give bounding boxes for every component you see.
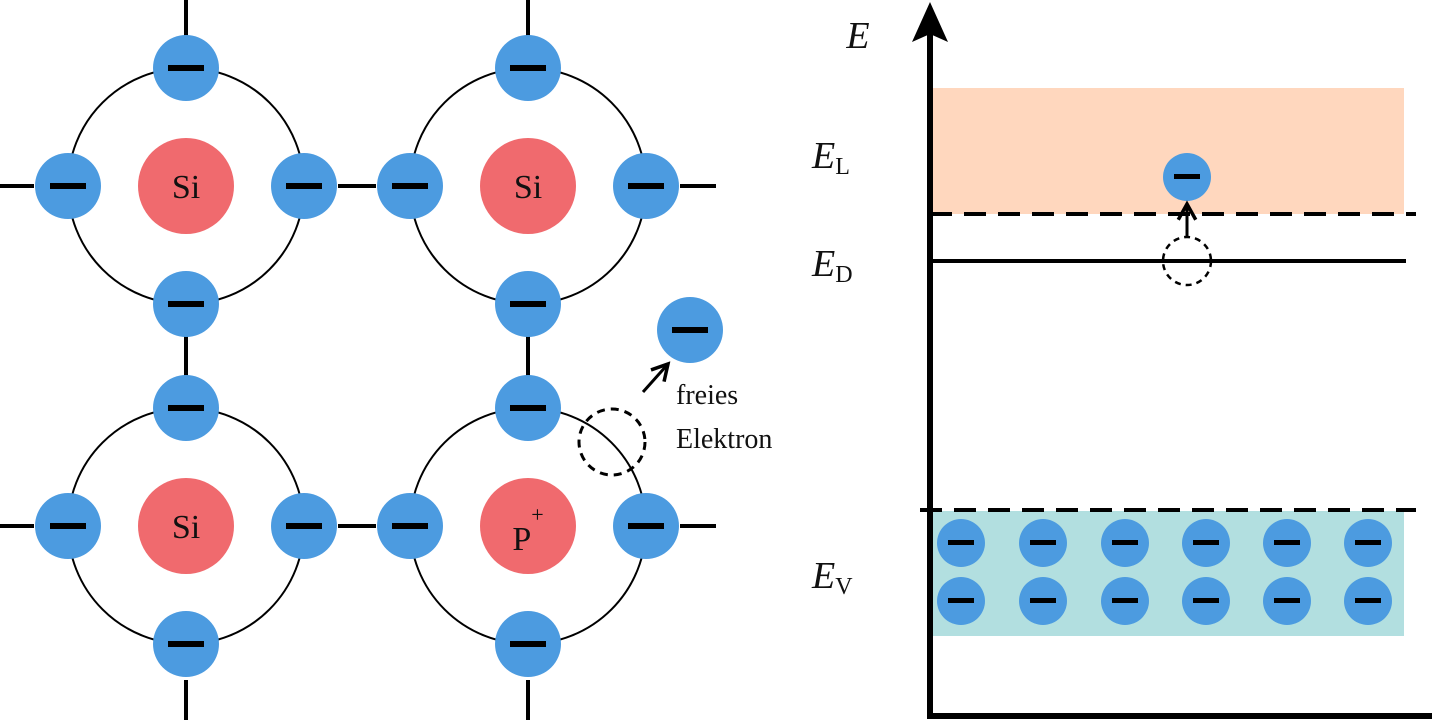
valence-electron: [937, 519, 985, 567]
conduction-electron: [1163, 153, 1211, 201]
electron: [377, 153, 443, 219]
electron: [35, 153, 101, 219]
svg-text:E: E: [845, 15, 869, 57]
atom-si-top-right: Si: [377, 35, 679, 337]
electron: [35, 493, 101, 559]
svg-text:EL: EL: [811, 135, 850, 180]
atom-symbol: P: [512, 521, 531, 558]
valence-electrons: [937, 519, 1392, 625]
atom-symbol: Si: [514, 169, 542, 206]
lattice-bonds: [0, 0, 716, 720]
band-diagram: E EL ED EV: [811, 2, 1432, 719]
atom-si-bottom-left: Si: [35, 375, 337, 677]
valence-electron: [1182, 577, 1230, 625]
valence-electron: [1344, 519, 1392, 567]
svg-text:P+: P+: [512, 502, 543, 558]
free-electron-label-line1: freies: [676, 380, 738, 411]
electron: [613, 153, 679, 219]
crystal-lattice: Si Si Si: [0, 0, 772, 720]
level-subscript: V: [835, 574, 853, 600]
atom-p-bottom-right: P+: [377, 375, 679, 677]
atom-symbol: Si: [172, 509, 200, 546]
electron-vacancy: [577, 407, 647, 477]
valence-electron: [1182, 519, 1230, 567]
level-symbol: E: [811, 135, 835, 177]
svg-text:EV: EV: [811, 555, 853, 600]
electron: [153, 271, 219, 337]
electron: [271, 153, 337, 219]
electron: [495, 35, 561, 101]
svg-text:ED: ED: [811, 243, 853, 288]
electron: [613, 493, 679, 559]
free-electron-arrow: [641, 364, 668, 393]
electron: [495, 375, 561, 441]
valence-electron: [1344, 577, 1392, 625]
electron: [495, 611, 561, 677]
svg-text:Elektron: Elektron: [676, 424, 772, 455]
electron: [153, 35, 219, 101]
free-electron-label-line2: Elektron: [676, 424, 772, 455]
nucleus: [138, 138, 234, 234]
atom-symbol: Si: [172, 169, 200, 206]
valence-electron: [937, 577, 985, 625]
electron: [495, 271, 561, 337]
electron: [153, 611, 219, 677]
nucleus: [138, 478, 234, 574]
level-symbol: E: [811, 243, 835, 285]
conduction-band: [930, 88, 1404, 214]
valence-electron: [1263, 519, 1311, 567]
svg-text:freies: freies: [676, 380, 738, 411]
free-electron: [657, 297, 723, 363]
energy-axis-label: E: [845, 15, 869, 57]
svg-text:Si: Si: [172, 169, 200, 206]
valence-electron: [1019, 577, 1067, 625]
valence-electron: [1019, 519, 1067, 567]
electron: [271, 493, 337, 559]
valence-electron: [1101, 577, 1149, 625]
nucleus: [480, 138, 576, 234]
energy-axis-arrowhead: [912, 2, 948, 42]
electron: [377, 493, 443, 559]
valence-electron: [1263, 577, 1311, 625]
atom-si-top-left: Si: [35, 35, 337, 337]
nucleus: [480, 478, 576, 574]
level-symbol: E: [811, 555, 835, 597]
atom-charge: +: [531, 502, 543, 527]
valence-band: [930, 511, 1404, 636]
level-subscript: D: [835, 262, 852, 288]
valence-electron: [1101, 519, 1149, 567]
svg-text:Si: Si: [514, 169, 542, 206]
level-subscript: L: [835, 154, 850, 180]
svg-text:Si: Si: [172, 509, 200, 546]
electron: [153, 375, 219, 441]
